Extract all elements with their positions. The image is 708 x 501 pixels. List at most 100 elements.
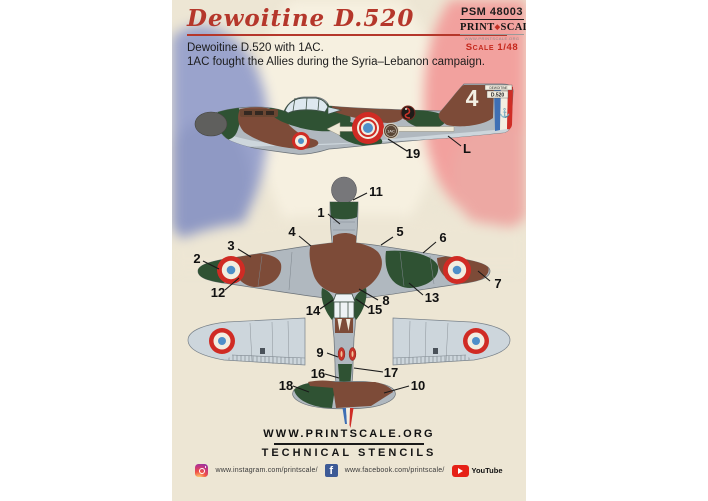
canopy-frames bbox=[292, 97, 320, 112]
stencil-box: DEWOITINE D.520 bbox=[484, 84, 513, 99]
callout-18: 18 bbox=[279, 378, 310, 393]
callout-15: 15 bbox=[355, 298, 382, 317]
callout-19: 19 bbox=[387, 138, 420, 161]
callout-3: 3 bbox=[227, 238, 252, 258]
callout-L: L bbox=[447, 135, 471, 156]
description: Dewoitine D.520 with 1AC. 1AC fought the… bbox=[187, 41, 485, 69]
belly-roundel bbox=[292, 132, 310, 150]
callout-17-label: 17 bbox=[384, 365, 398, 380]
youtube-label: YouTube bbox=[471, 466, 503, 475]
callout-13: 13 bbox=[408, 282, 439, 305]
side-profile-diagram: ⚓ 4 DEWOITINE D.520 bbox=[194, 83, 514, 161]
tail-tricolor bbox=[342, 408, 354, 428]
plan-view-diagram: 1 2 3 4 5 6 7 8 9 10 11 12 13 14 15 16 1… bbox=[187, 176, 511, 428]
callout-10-label: 10 bbox=[411, 378, 425, 393]
badge-label: 1AC bbox=[387, 130, 395, 134]
plan-aircraft: 1 2 3 4 5 6 7 8 9 10 11 12 13 14 15 16 1… bbox=[187, 176, 511, 428]
stencil-dewoitine: DEWOITINE bbox=[489, 86, 507, 90]
page-title: Dewoitine D.520 bbox=[187, 5, 507, 36]
tail-number: 4 bbox=[466, 85, 479, 111]
brand-right: SCALE bbox=[500, 22, 526, 33]
callout-11: 11 bbox=[352, 184, 383, 201]
camo-brown-center bbox=[309, 242, 382, 295]
underwing-panel-left bbox=[187, 317, 306, 366]
callout-9-label: 9 bbox=[316, 345, 323, 360]
brand-left: PRINT bbox=[460, 22, 495, 33]
callout-10: 10 bbox=[383, 378, 425, 394]
youtube-icon bbox=[451, 464, 469, 477]
canopy-top bbox=[321, 288, 367, 333]
flag-red-fold bbox=[452, 120, 526, 230]
stencil-d520: D.520 bbox=[491, 93, 505, 99]
callout-8: 8 bbox=[358, 288, 390, 308]
callout-17: 17 bbox=[353, 365, 398, 380]
camo-brown-left bbox=[233, 253, 282, 287]
callout-19-label: 19 bbox=[406, 146, 420, 161]
footer-subtitle: TECHNICAL STENCILS bbox=[261, 447, 437, 459]
wing-panel-lines bbox=[257, 251, 435, 291]
callout-4: 4 bbox=[288, 224, 312, 247]
callout-12: 12 bbox=[211, 277, 240, 300]
camo-brown-fuselage bbox=[333, 233, 356, 244]
instagram-url: www.instagram.com/printscale/ bbox=[215, 467, 318, 474]
footer-divider bbox=[274, 443, 424, 445]
anchor-icon: ⚓ bbox=[499, 107, 510, 118]
brand-block: PSM 48003 PRINT◆SCALE WWW.PRINTSCALE.ORG… bbox=[460, 6, 526, 53]
squadron-badge-1ac: 1AC bbox=[383, 123, 399, 139]
facebook-url: www.facebook.com/printscale/ bbox=[344, 467, 445, 474]
callout-2-label: 2 bbox=[193, 251, 200, 266]
camo-brown-fin bbox=[438, 85, 494, 127]
callout-1-label: 1 bbox=[317, 205, 324, 220]
callout-18-label: 18 bbox=[279, 378, 293, 393]
scale-label: Scale 1/48 bbox=[465, 42, 519, 53]
description-line-1: Dewoitine D.520 with 1AC. bbox=[187, 42, 324, 54]
callout-7-label: 7 bbox=[494, 276, 501, 291]
callout-11-label: 11 bbox=[369, 184, 383, 199]
callout-5: 5 bbox=[380, 224, 404, 246]
plan-spinner bbox=[331, 176, 357, 204]
callout-8-label: 8 bbox=[382, 293, 389, 308]
plan-cowling-green bbox=[330, 202, 358, 220]
spinner bbox=[194, 111, 228, 137]
side-profile-aircraft: ⚓ 4 DEWOITINE D.520 bbox=[194, 83, 514, 161]
callout-3-label: 3 bbox=[227, 238, 234, 253]
social-bar: www.instagram.com/printscale/ f www.face… bbox=[172, 464, 526, 477]
facebook-icon: f bbox=[324, 464, 338, 477]
callout-12-label: 12 bbox=[211, 285, 225, 300]
aft-glazing bbox=[327, 106, 343, 115]
underwing-roundel-right bbox=[463, 328, 489, 354]
instagram-icon bbox=[195, 464, 209, 477]
callout-6-label: 6 bbox=[439, 230, 446, 245]
exhausts bbox=[240, 109, 278, 117]
callout-9: 9 bbox=[316, 345, 339, 360]
underwing-panel-right bbox=[392, 317, 511, 366]
plan-cowl-lines bbox=[333, 221, 355, 231]
brand-logo: PRINT◆SCALE bbox=[460, 22, 526, 33]
footer-website: WWW.PRINTSCALE.ORG bbox=[263, 428, 435, 440]
unit-emblem-badge bbox=[400, 105, 416, 121]
underwing-roundel-left bbox=[209, 328, 235, 354]
wingtip-roundel-left bbox=[217, 256, 245, 284]
youtube-badge: YouTube bbox=[451, 464, 503, 477]
callout-16: 16 bbox=[311, 366, 340, 381]
brand-diamond-icon: ◆ bbox=[494, 23, 501, 31]
callout-14-label: 14 bbox=[306, 303, 321, 318]
product-code: PSM 48003 bbox=[460, 6, 524, 20]
brand-url: WWW.PRINTSCALE.ORG bbox=[460, 34, 524, 41]
tailplane bbox=[292, 380, 396, 410]
fuselage-roundel bbox=[352, 112, 384, 144]
description-line-2: 1AC fought the Allies during the Syria–L… bbox=[187, 56, 485, 69]
callout-13-label: 13 bbox=[425, 290, 439, 305]
callout-5-label: 5 bbox=[396, 224, 403, 239]
camo-green-right bbox=[385, 250, 439, 288]
callout-7: 7 bbox=[477, 270, 502, 291]
callout-2: 2 bbox=[193, 251, 220, 270]
callout-15-label: 15 bbox=[368, 302, 382, 317]
callout-6: 6 bbox=[422, 230, 447, 254]
callout-4-label: 4 bbox=[288, 224, 296, 239]
callout-16-label: 16 bbox=[311, 366, 325, 381]
decal-sheet: Dewoitine D.520 PSM 48003 PRINT◆SCALE WW… bbox=[172, 0, 526, 501]
callout-L-label: L bbox=[463, 141, 471, 156]
wingtip-roundel-right bbox=[443, 256, 471, 284]
